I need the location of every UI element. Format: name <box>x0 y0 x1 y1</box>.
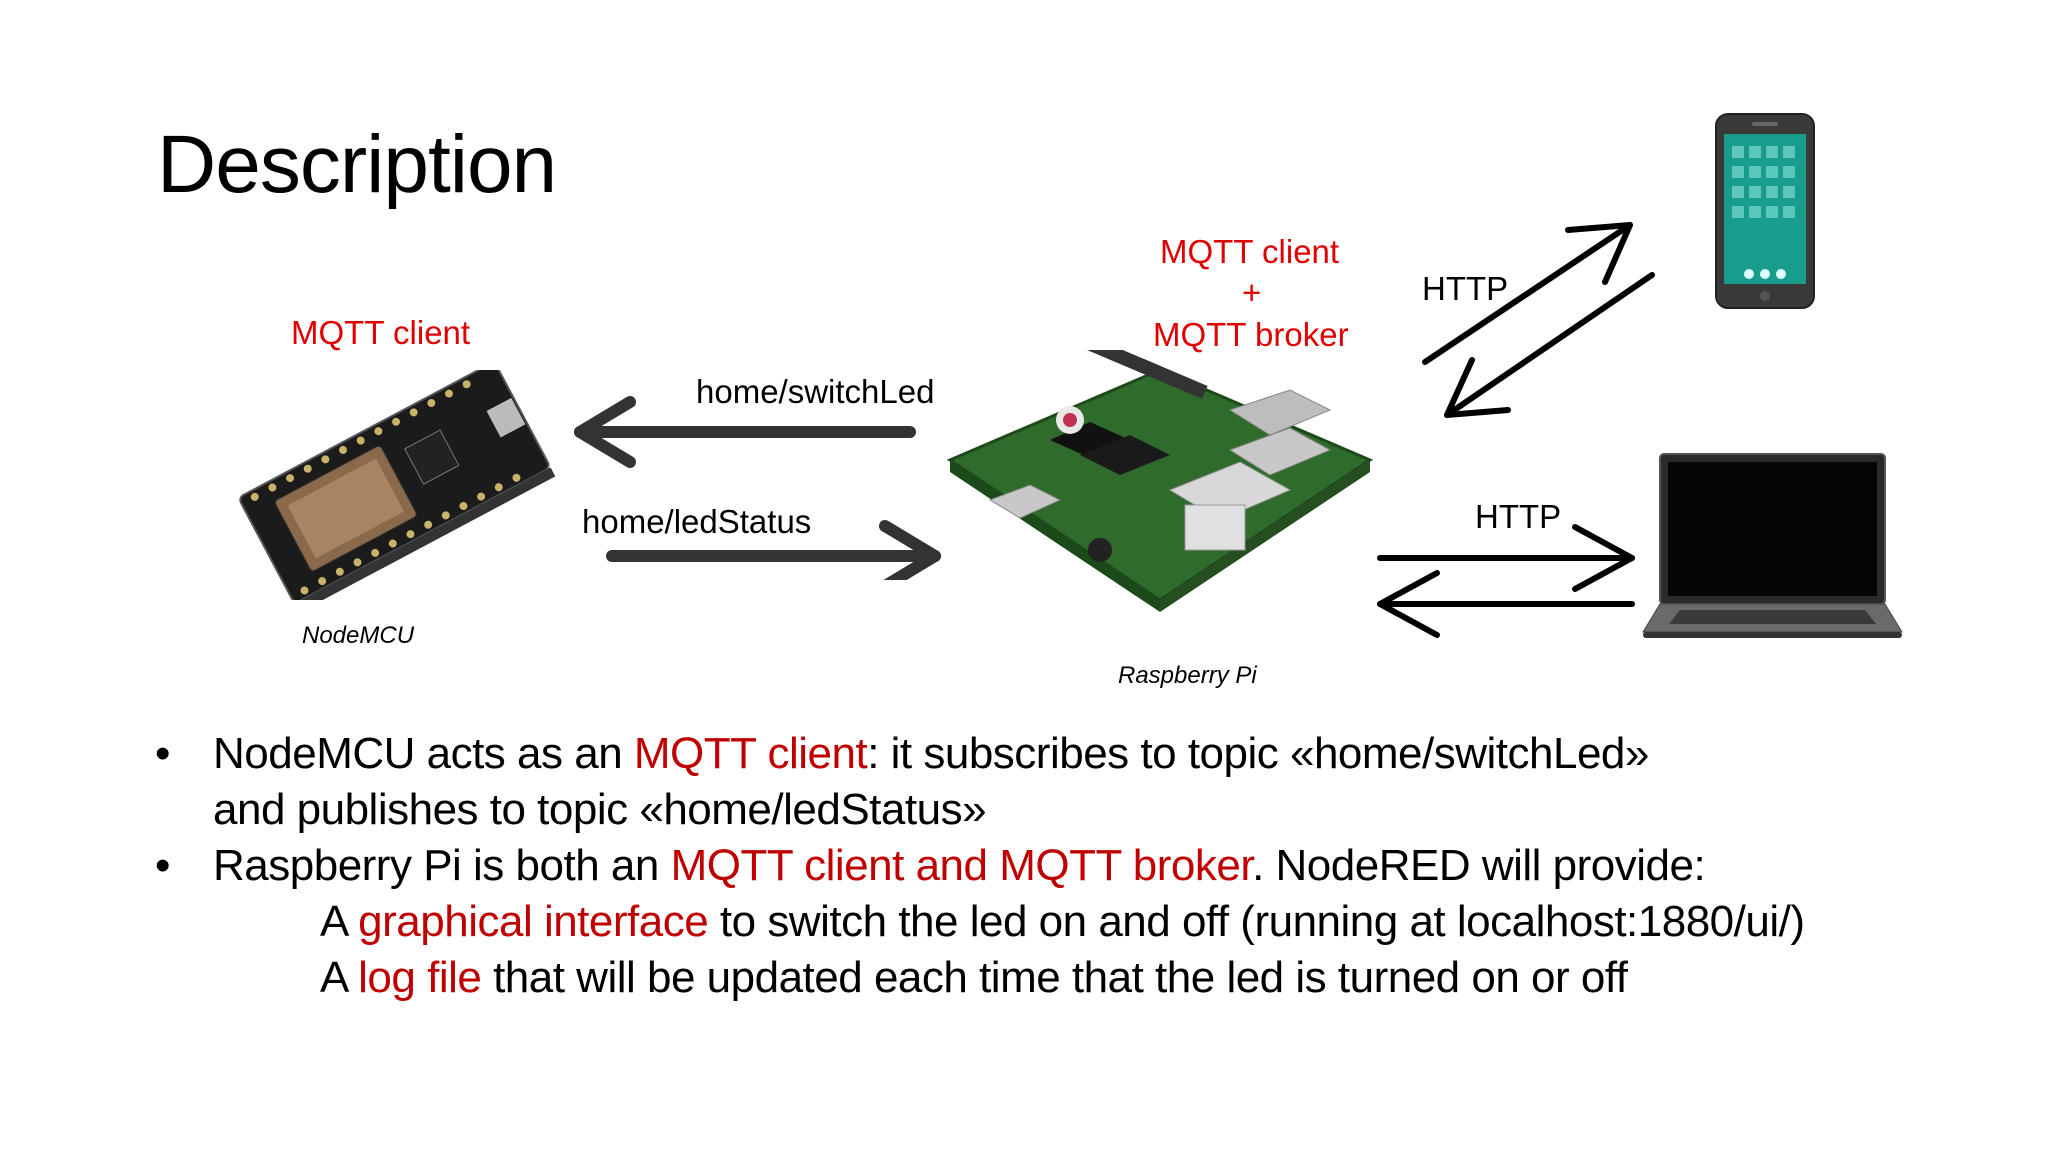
raspberry-role-plus: + <box>1242 274 1262 311</box>
topic-switch-label: home/switchLed <box>696 373 935 410</box>
bullet-2-line1: Raspberry Pi is both an MQTT client and … <box>213 841 1706 890</box>
http-laptop-arrows <box>1377 524 1635 638</box>
slide-title: Description <box>157 119 557 210</box>
http-phone-arrows <box>1422 222 1655 418</box>
bullet-1-line1: NodeMCU acts as an MQTT client: it subsc… <box>213 729 1649 778</box>
nodemcu-role-label: MQTT client <box>291 314 471 351</box>
raspberry-pi-board-image <box>946 350 1374 612</box>
bullet-dot: • <box>155 841 170 890</box>
laptop-image <box>1642 453 1903 638</box>
nodemcu-caption: NodeMCU <box>302 622 415 649</box>
http-laptop-label: HTTP <box>1475 498 1562 535</box>
raspberry-role-line2: MQTT broker <box>1153 316 1349 353</box>
bullet-dot: • <box>155 729 170 778</box>
http-phone-label: HTTP <box>1422 270 1509 307</box>
bullet-1-line2: and publishes to topic «home/ledStatus» <box>213 785 987 834</box>
topic-status-label: home/ledStatus <box>582 503 812 540</box>
raspberry-caption: Raspberry Pi <box>1118 662 1257 689</box>
nodemcu-board-image <box>239 370 556 600</box>
raspberry-role-line1: MQTT client <box>1160 233 1340 270</box>
smartphone-image <box>1715 113 1815 309</box>
sub-item-log-file: A log file that will be updated each tim… <box>320 953 1628 1002</box>
sub-item-graphical-interface: A graphical interface to switch the led … <box>320 897 1805 946</box>
mqtt-arrows <box>574 396 941 580</box>
